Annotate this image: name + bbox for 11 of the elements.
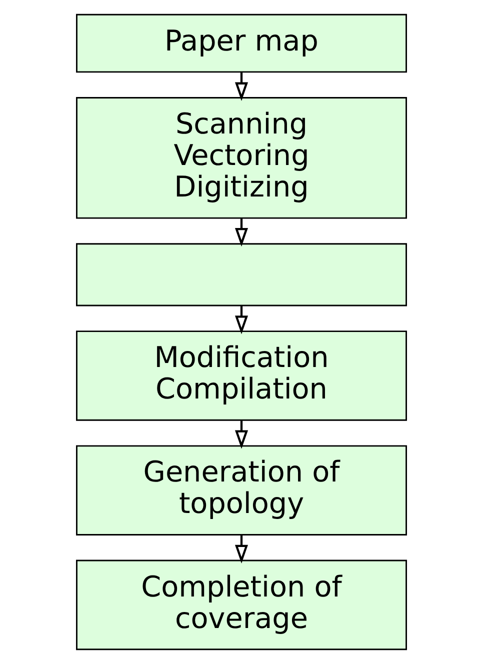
arrow [234, 535, 248, 564]
arrow [234, 218, 248, 247]
node-box: Scanning Vectoring Digitizing [76, 97, 407, 219]
node-box: Completion of coverage [76, 560, 407, 650]
node-box: Paper map [76, 14, 407, 73]
node-box: Modification Compilation [76, 330, 407, 421]
arrow [234, 420, 248, 449]
arrow [234, 306, 248, 334]
arrow [234, 72, 248, 101]
node-box: Generation of topology [76, 445, 407, 536]
node-box [76, 243, 407, 306]
